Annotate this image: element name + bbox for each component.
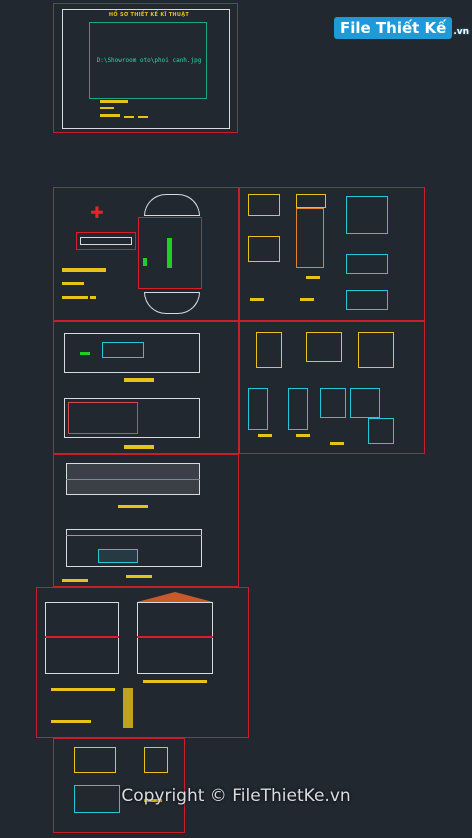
plan-rooms — [102, 342, 144, 358]
roof-top-icon — [144, 194, 200, 216]
section-detail — [123, 688, 133, 728]
first-floor-plan — [64, 398, 200, 438]
copyright-watermark: Copyright © FileThietKe.vn — [121, 786, 351, 806]
logo-text: File Thiết Kế — [334, 17, 453, 39]
plan-void — [68, 402, 138, 434]
cover-image-frame — [89, 22, 207, 99]
detail-label — [330, 442, 344, 445]
detail-frame — [74, 785, 120, 813]
detail-label — [250, 298, 264, 301]
roof-bottom-icon — [144, 292, 200, 314]
ground-floor-plan — [64, 333, 200, 373]
sections-sheet[interactable] — [36, 587, 249, 738]
cover-frame — [62, 9, 230, 129]
section-title — [51, 688, 115, 691]
detail-frame — [74, 747, 116, 773]
detail-frame — [248, 236, 280, 262]
road-plan — [76, 232, 136, 250]
site-label — [90, 296, 96, 299]
section-title — [143, 680, 207, 683]
front-elevation — [66, 529, 202, 567]
detail-frame — [368, 418, 394, 444]
section-b-roof — [137, 592, 213, 602]
detail-frame — [144, 747, 168, 773]
site-plan-sheet[interactable]: ✚ — [53, 187, 239, 321]
section-b-floor — [137, 636, 213, 638]
cover-label — [138, 116, 148, 118]
footprint-marker — [167, 238, 172, 268]
section-a-floor — [45, 636, 119, 638]
plan-marker — [80, 352, 90, 355]
detail-frame — [296, 194, 326, 208]
cover-image-path: D:\Showroom oto\phoi canh.jpg — [96, 57, 202, 64]
footprint-marker — [143, 258, 147, 266]
cover-label — [100, 114, 120, 117]
roof-axis — [66, 479, 200, 480]
detail-label — [306, 276, 320, 279]
cover-label — [100, 107, 114, 109]
detail-label — [144, 799, 162, 802]
plan-title — [118, 505, 148, 508]
detail-label — [258, 434, 272, 437]
detail-frame — [350, 388, 380, 418]
plan-title — [126, 575, 152, 578]
road-plan-inner — [80, 237, 132, 245]
detail-frame — [248, 194, 280, 216]
plan-title — [62, 579, 88, 582]
detail-frame — [346, 290, 388, 310]
plan-title — [124, 378, 154, 382]
elevation-roofline — [66, 535, 202, 537]
roof-elevation-sheet[interactable] — [53, 454, 239, 587]
detail-frame — [358, 332, 394, 368]
filethietke-logo: File Thiết Kế .vn — [334, 14, 469, 42]
cover-label — [124, 116, 134, 118]
logo-suffix: .vn — [453, 27, 470, 37]
site-label — [62, 268, 106, 272]
detail-frame — [320, 388, 346, 418]
site-label — [62, 282, 84, 285]
section-a — [45, 602, 119, 674]
stair-details-sheet[interactable] — [239, 187, 425, 321]
floor-plans-sheet[interactable] — [53, 321, 239, 454]
cover-sheet[interactable]: HỒ SƠ THIẾT KẾ KĨ THUẬT D:\Showroom oto\… — [53, 3, 238, 133]
section-b — [137, 602, 213, 674]
site-label — [62, 296, 88, 299]
building-footprint — [138, 217, 202, 289]
stair-section — [296, 208, 324, 268]
elevation-window — [98, 549, 138, 563]
detail-frame — [346, 196, 388, 234]
detail-frame — [346, 254, 388, 274]
section-title — [51, 720, 91, 723]
toilet-details-sheet[interactable] — [239, 321, 425, 454]
detail-label — [296, 434, 310, 437]
detail-frame — [288, 388, 308, 430]
detail-label — [300, 298, 314, 301]
detail-frame — [306, 332, 342, 362]
plan-title — [124, 445, 154, 449]
cover-label — [100, 100, 128, 103]
detail-frame — [256, 332, 282, 368]
foundation-details-sheet[interactable] — [53, 738, 185, 833]
north-arrow-icon: ✚ — [90, 203, 104, 222]
detail-frame — [248, 388, 268, 430]
cover-title: HỒ SƠ THIẾT KẾ KĨ THUẬT — [108, 12, 190, 18]
